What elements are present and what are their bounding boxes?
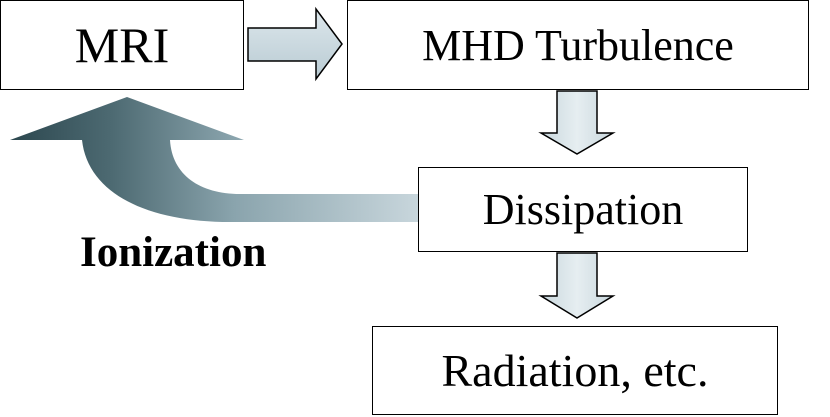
mhd-turbulence-label: MHD Turbulence bbox=[422, 20, 734, 70]
arrow-dissipation-to-radiation bbox=[538, 252, 616, 319]
mri-label: MRI bbox=[74, 17, 170, 73]
ionization-label: Ionization bbox=[80, 229, 267, 276]
dissipation-box: Dissipation bbox=[418, 167, 748, 252]
dissipation-label: Dissipation bbox=[482, 185, 684, 234]
radiation-label: Radiation, etc. bbox=[441, 345, 709, 396]
arrow-mhd-to-dissipation bbox=[538, 90, 616, 155]
arrow-mri-to-mhd bbox=[247, 6, 343, 82]
radiation-box: Radiation, etc. bbox=[372, 326, 778, 415]
mhd-turbulence-box: MHD Turbulence bbox=[347, 0, 809, 90]
arrow-ionization-feedback bbox=[10, 97, 418, 222]
mri-box: MRI bbox=[0, 0, 244, 90]
